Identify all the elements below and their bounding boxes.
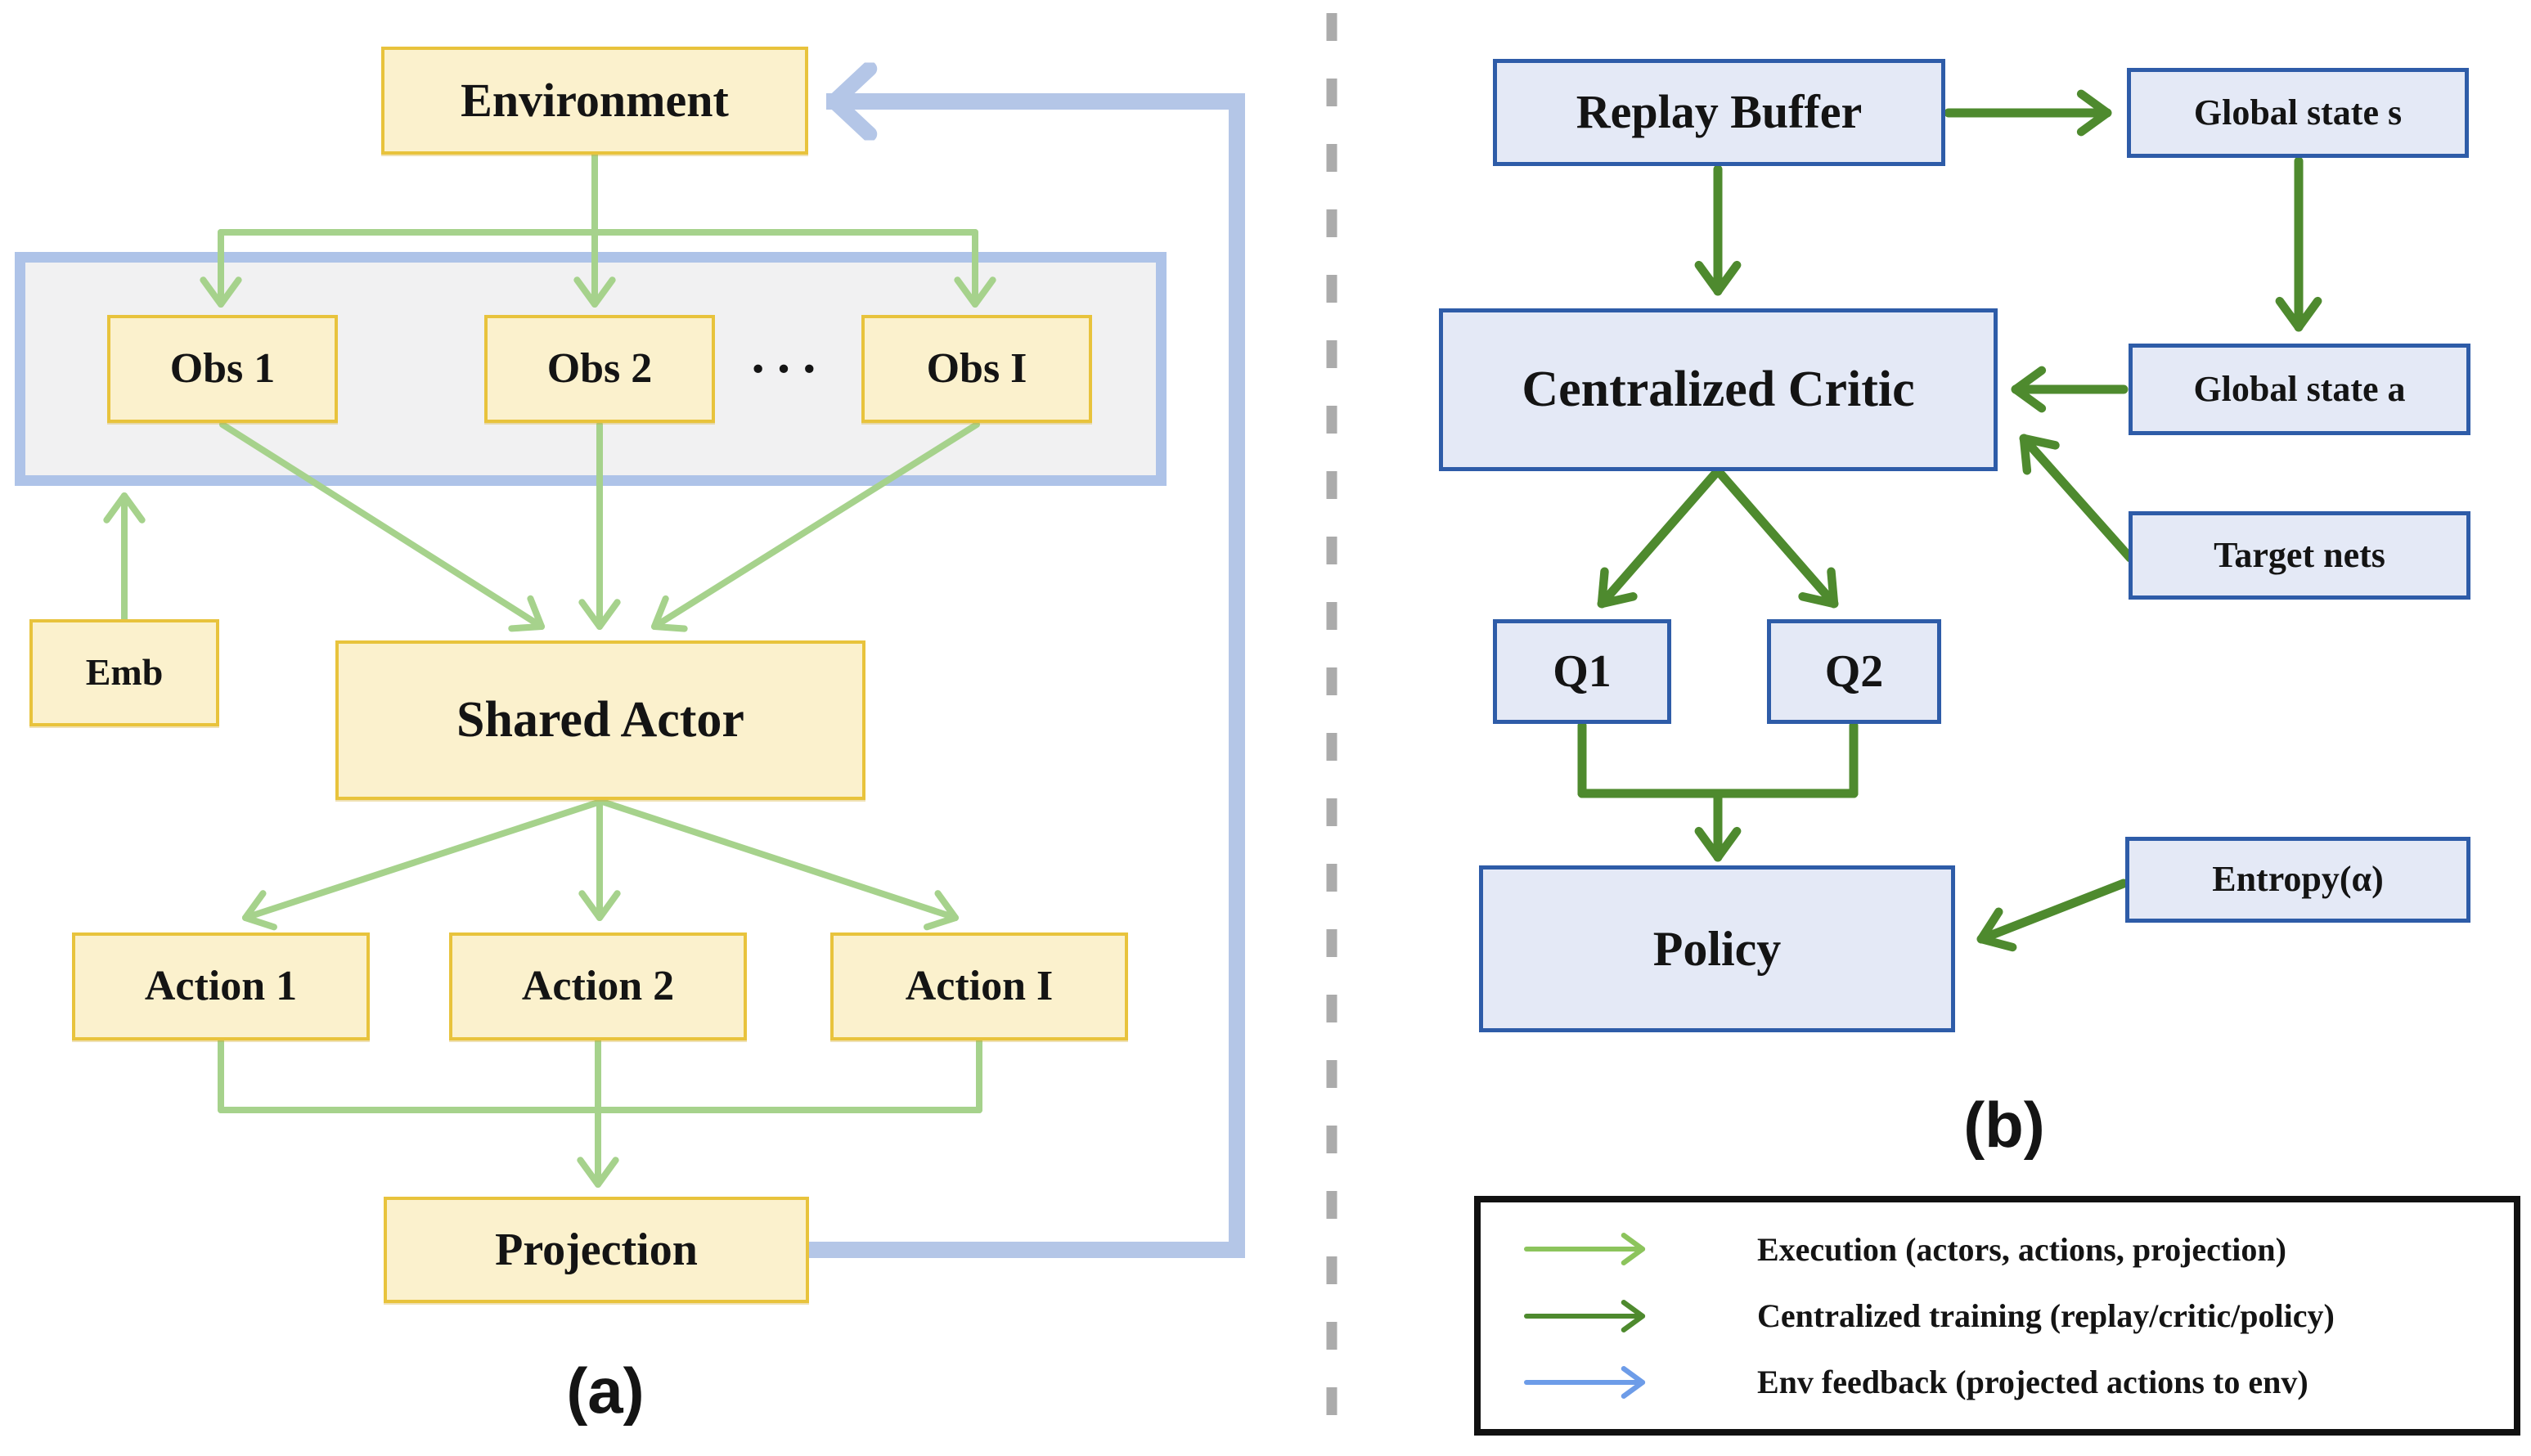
edge-actor-action1	[241, 798, 604, 931]
node-entropy: Entropy(α)	[2125, 837, 2470, 923]
feedback-arrow-icon	[1524, 1365, 1646, 1399]
node-projection-label: Projection	[495, 1224, 698, 1275]
node-q1: Q1	[1493, 619, 1671, 724]
legend: Execution (actors, actions, projection) …	[1474, 1196, 2520, 1436]
node-projection: Projection	[384, 1197, 809, 1303]
legend-label-execution: Execution (actors, actions, projection)	[1757, 1230, 2286, 1268]
node-environment-label: Environment	[461, 73, 729, 127]
edge-critic-q2	[1716, 470, 1839, 609]
edge-target-critic	[2019, 434, 2135, 563]
node-global-state-a-label: Global state a	[2193, 368, 2406, 409]
edge-actor-actionI	[599, 798, 960, 931]
node-target-nets: Target nets	[2129, 511, 2470, 600]
node-action-2: Action 2	[449, 932, 747, 1040]
legend-row-execution: Execution (actors, actions, projection)	[1481, 1229, 2514, 1269]
node-policy-label: Policy	[1652, 921, 1782, 976]
legend-row-feedback: Env feedback (projected actions to env)	[1481, 1363, 2514, 1402]
node-obs-2-label: Obs 2	[546, 344, 653, 392]
node-global-state-a: Global state a	[2129, 344, 2470, 435]
legend-label-feedback: Env feedback (projected actions to env)	[1757, 1364, 2308, 1401]
legend-row-training: Centralized training (replay/critic/poli…	[1481, 1296, 2514, 1336]
panel-b-caption-text: (b)	[1963, 1088, 2045, 1161]
node-obs-1: Obs 1	[107, 315, 338, 423]
panel-b-caption: (b)	[1890, 1080, 2119, 1170]
node-global-state-s: Global state s	[2127, 68, 2469, 158]
training-arrow-icon	[1524, 1299, 1646, 1332]
edge-obsI-actor	[650, 421, 980, 632]
edge-projection-env-feedback	[801, 101, 1245, 1258]
node-obs-I: Obs I	[861, 315, 1092, 423]
edge-entropy-policy	[1976, 879, 2129, 952]
node-action-I-label: Action I	[905, 962, 1054, 1009]
node-q2-label: Q2	[1824, 645, 1884, 697]
node-obs-2: Obs 2	[484, 315, 715, 423]
node-centralized-critic-label: Centralized Critic	[1522, 361, 1915, 417]
edge-obs1-actor	[219, 421, 546, 632]
node-environment: Environment	[381, 47, 808, 155]
obs-ellipsis-text: ···	[749, 339, 827, 398]
node-emb: Emb	[29, 619, 219, 726]
node-global-state-s-label: Global state s	[2193, 92, 2403, 133]
node-centralized-critic: Centralized Critic	[1439, 308, 1998, 471]
node-obs-I-label: Obs I	[926, 344, 1027, 392]
node-q1-label: Q1	[1553, 645, 1612, 697]
panel-a-caption: (a)	[491, 1346, 720, 1436]
node-emb-label: Emb	[85, 651, 164, 694]
node-action-1-label: Action 1	[144, 962, 298, 1009]
node-action-I: Action I	[830, 932, 1128, 1040]
node-q2: Q2	[1767, 619, 1941, 724]
node-replay-buffer-label: Replay Buffer	[1576, 85, 1863, 139]
node-shared-actor-label: Shared Actor	[456, 691, 744, 748]
obs-ellipsis: ···	[735, 315, 841, 423]
node-action-2-label: Action 2	[521, 962, 675, 1009]
node-shared-actor: Shared Actor	[335, 640, 865, 800]
node-replay-buffer: Replay Buffer	[1493, 59, 1945, 166]
node-action-1: Action 1	[72, 932, 370, 1040]
node-obs-1-label: Obs 1	[169, 344, 276, 392]
node-target-nets-label: Target nets	[2214, 534, 2385, 575]
execution-arrow-icon	[1524, 1233, 1646, 1266]
edge-critic-q1	[1597, 470, 1720, 609]
legend-label-training: Centralized training (replay/critic/poli…	[1757, 1297, 2335, 1334]
node-entropy-label: Entropy(α)	[2212, 859, 2384, 900]
panel-a-caption-text: (a)	[566, 1354, 645, 1427]
node-policy: Policy	[1479, 865, 1955, 1032]
